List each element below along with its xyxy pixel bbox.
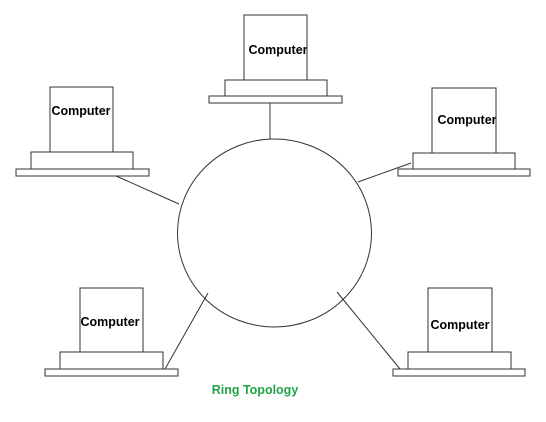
computer-node-lower-right: Computer (392, 287, 526, 377)
monitor (49, 86, 114, 153)
keyboard (392, 368, 526, 377)
computer-label: Computer (51, 104, 110, 118)
keyboard (15, 168, 150, 177)
computer-node-top: Computer (208, 14, 343, 104)
base (30, 151, 134, 170)
keyboard (208, 95, 343, 104)
monitor (431, 87, 497, 154)
monitor (79, 287, 144, 353)
computer-label: Computer (248, 43, 307, 57)
connector-lower-left (164, 292, 209, 370)
computer-node-upper-right: Computer (397, 87, 531, 177)
computer-label: Computer (80, 315, 139, 329)
keyboard (397, 168, 531, 177)
computer-node-upper-left: Computer (15, 86, 150, 177)
connector-upper-left (115, 175, 180, 205)
base (224, 79, 328, 97)
keyboard (44, 368, 179, 377)
computer-label: Computer (437, 113, 496, 127)
diagram-caption: Ring Topology (212, 383, 299, 397)
base (59, 351, 164, 370)
computer-node-lower-left: Computer (44, 287, 179, 377)
base (407, 351, 512, 370)
monitor (243, 14, 308, 81)
monitor (427, 287, 493, 353)
computer-label: Computer (430, 318, 489, 332)
connector-upper-right (357, 162, 412, 183)
base (412, 152, 516, 170)
ring-circle (177, 138, 372, 328)
connector-lower-right (336, 291, 401, 370)
